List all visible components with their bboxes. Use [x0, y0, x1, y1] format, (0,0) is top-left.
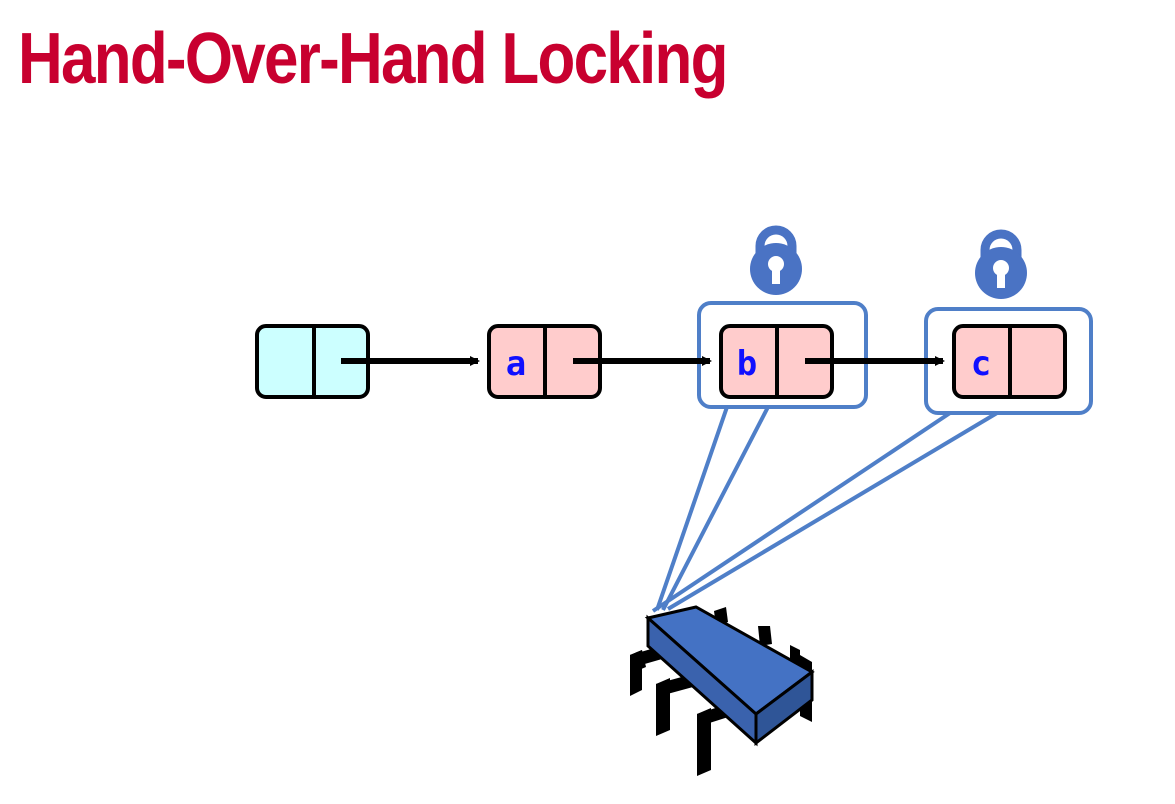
list-node-c: c: [952, 324, 1067, 399]
node-label-a: a: [506, 344, 526, 384]
lock-icon: [975, 229, 1027, 299]
lock-icon: [750, 225, 802, 295]
processor-icon: [630, 605, 815, 776]
list-node-a: a: [487, 324, 602, 399]
lock-highlight-b: [697, 301, 868, 409]
node-label-c: c: [971, 344, 991, 384]
page-title: Hand-Over-Hand Locking: [18, 19, 728, 99]
lock-callout-lines: [651, 406, 999, 613]
node-label-b: b: [737, 344, 757, 384]
